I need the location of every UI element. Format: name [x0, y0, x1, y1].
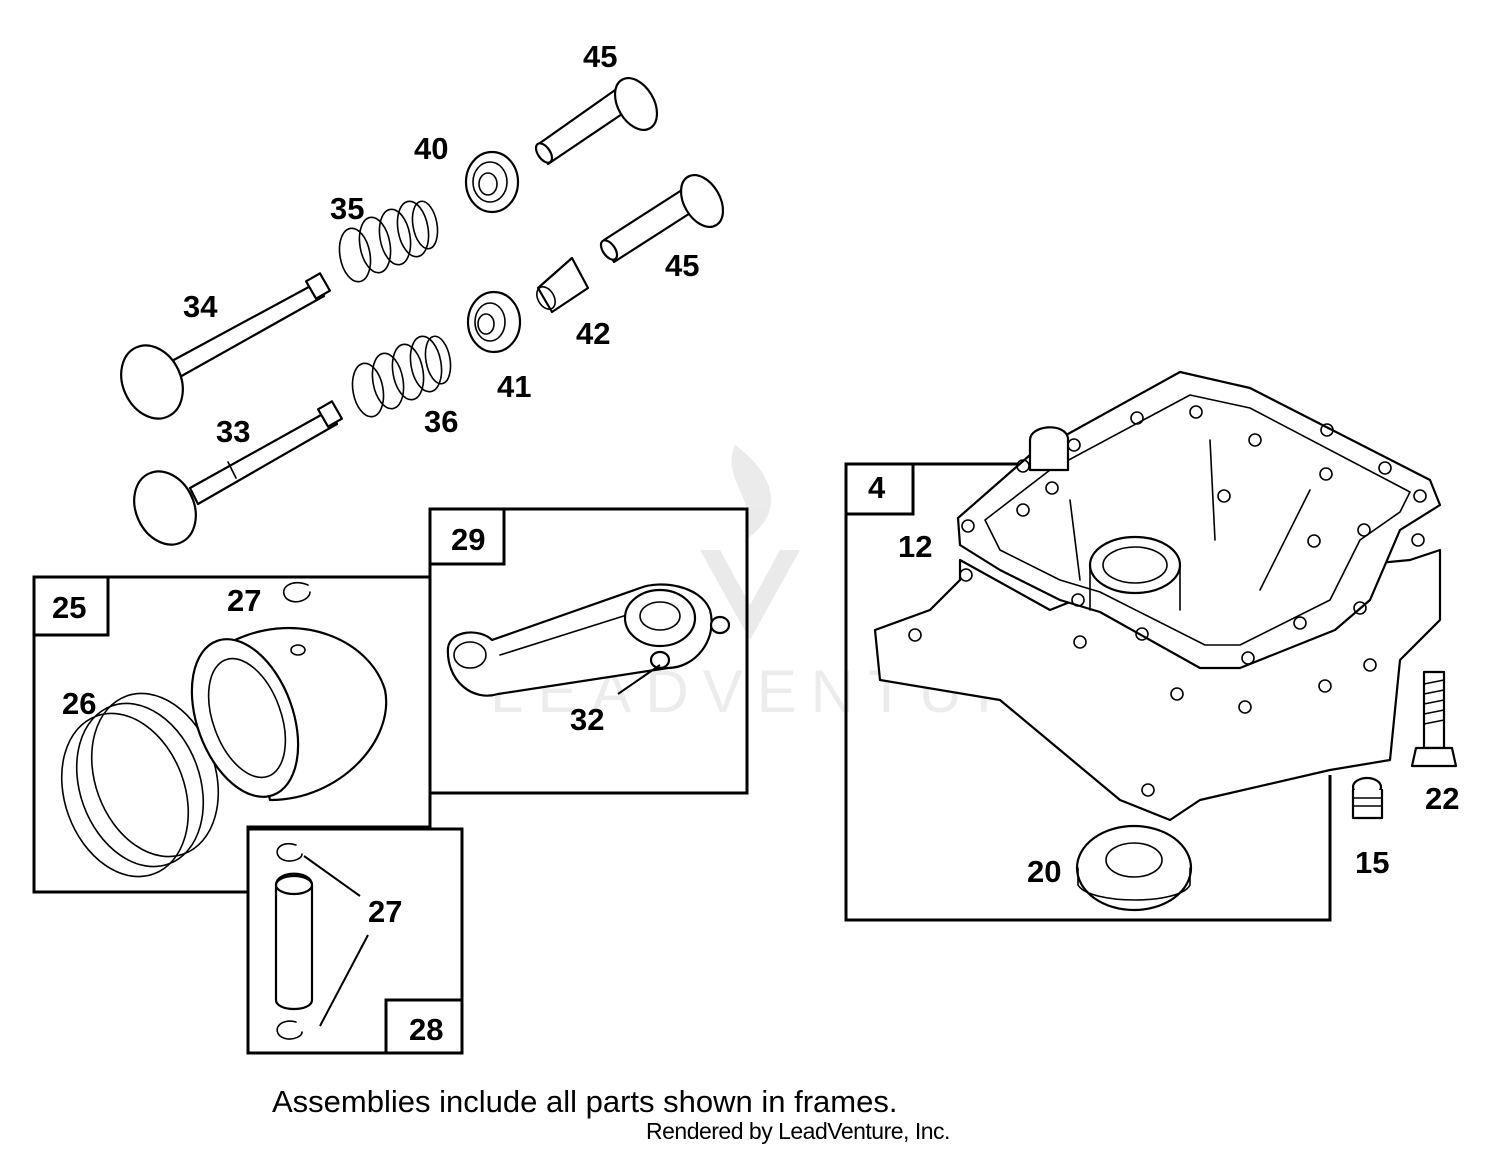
callout-45-upper: 45: [583, 39, 617, 74]
frame-25-piston-assembly: [32, 575, 432, 894]
valve-33: [133, 400, 344, 546]
callout-32: 32: [570, 702, 604, 737]
callout-42: 42: [576, 316, 610, 351]
callout-4: 4: [868, 470, 886, 505]
frame-28-wrist-pin-assembly: [246, 827, 464, 1055]
callout-29: 29: [451, 522, 485, 557]
frame-4-sump-assembly: [844, 370, 1442, 922]
frame-29-connecting-rod-assembly: [428, 507, 749, 795]
callout-25: 25: [52, 590, 86, 625]
valve-keeper-42: [536, 256, 590, 314]
callout-22: 22: [1425, 781, 1459, 816]
callout-27-lower: 27: [368, 894, 402, 929]
bolt-22: [1410, 670, 1458, 768]
callout-35: 35: [330, 191, 364, 226]
callout-34: 34: [183, 289, 218, 324]
valve-tappet-45-upper: [534, 77, 659, 166]
watermark-logo: [700, 445, 800, 640]
callout-41: 41: [497, 369, 531, 404]
spring-retainer-40: [464, 150, 520, 214]
callout-40: 40: [414, 131, 448, 166]
callout-26: 26: [62, 686, 96, 721]
rendered-by-credit: Rendered by LeadVenture, Inc.: [646, 1118, 950, 1144]
drain-plug-15: [1351, 776, 1384, 820]
valve-spring-35: [338, 200, 439, 283]
spring-retainer-41: [466, 290, 522, 354]
callout-45-lower: 45: [665, 248, 699, 283]
callout-33: 33: [216, 414, 250, 449]
callout-36: 36: [424, 404, 458, 439]
callout-15: 15: [1355, 845, 1389, 880]
assemblies-footnote: Assemblies include all parts shown in fr…: [272, 1084, 898, 1119]
callout-12: 12: [898, 529, 932, 564]
callout-27-upper: 27: [227, 583, 261, 618]
valve-spring-36: [351, 335, 452, 418]
callout-28: 28: [409, 1012, 443, 1047]
callout-20: 20: [1027, 854, 1061, 889]
valve-tappet-45-lower: [599, 174, 725, 264]
valve-34: [120, 272, 332, 420]
